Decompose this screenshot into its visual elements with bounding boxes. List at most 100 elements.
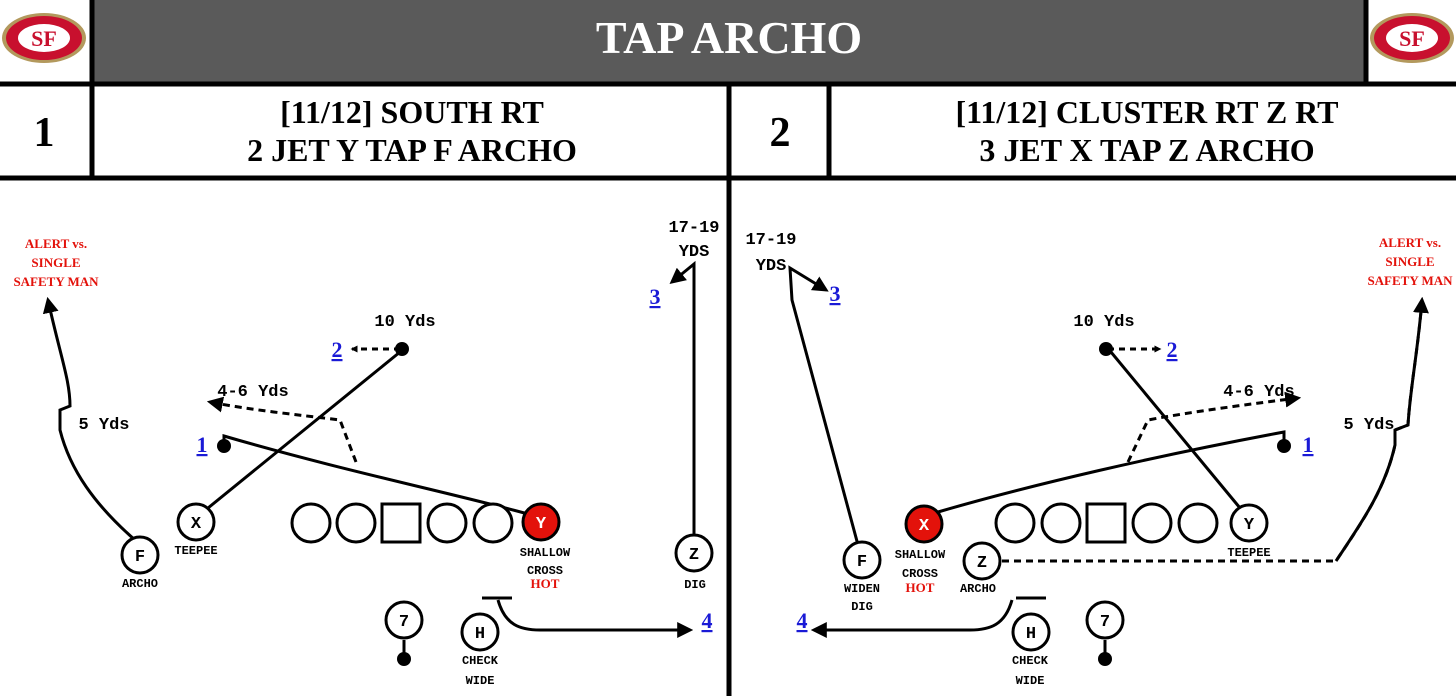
lineman (1131, 502, 1173, 544)
route-y-shallow (222, 433, 529, 516)
svg-text:F: F (857, 553, 867, 572)
svg-text:ALERT vs.: ALERT vs. (25, 236, 87, 251)
distance-label: YDS (756, 257, 787, 276)
play-1-diagram (42, 260, 696, 658)
header: TAP ARCHO SF SF (0, 0, 1456, 87)
play-number-2: 2 (770, 110, 791, 156)
svg-text:SAFETY MAN: SAFETY MAN (13, 274, 99, 289)
distance-label: 10 Yds (1073, 313, 1134, 332)
logo-right: SF (1370, 13, 1454, 63)
center (1085, 502, 1127, 544)
svg-text:Z: Z (689, 546, 699, 565)
svg-text:DIG: DIG (851, 600, 873, 614)
lineman (1040, 502, 1082, 544)
distance-label: 17-19 (668, 219, 719, 238)
play-2-concept: 3 JET X TAP Z ARCHO (979, 132, 1314, 168)
svg-text:HOT: HOT (906, 580, 935, 595)
route-number: 3 (650, 284, 661, 309)
route-x-shallow (937, 430, 1286, 514)
lineman (290, 502, 332, 544)
lineman (335, 502, 377, 544)
distance-label: YDS (679, 243, 710, 262)
lineman (472, 502, 514, 544)
svg-text:F: F (135, 548, 145, 567)
play-1-offensive-line (290, 502, 514, 544)
svg-text:SAFETY MAN: SAFETY MAN (1367, 273, 1453, 288)
play-1-dots (217, 342, 411, 666)
route-number: 1 (197, 432, 208, 457)
svg-text:HOT: HOT (531, 576, 560, 591)
route-z-deep (669, 260, 696, 535)
lineman (994, 502, 1036, 544)
svg-text:H: H (475, 625, 485, 644)
play-2-player-h: H CHECK WIDE (1011, 612, 1051, 688)
route-f-widen-dig (788, 265, 860, 546)
svg-text:Y: Y (1244, 516, 1255, 535)
svg-text:DIG: DIG (684, 578, 706, 592)
route-x-teepee (207, 350, 401, 510)
svg-text:CROSS: CROSS (902, 567, 938, 581)
svg-text:WIDE: WIDE (466, 674, 495, 688)
route-number: 2 (1167, 337, 1178, 362)
logo-text: SF (31, 26, 57, 51)
distance-label: 10 Yds (374, 313, 435, 332)
play-2-player-z: Z ARCHO (960, 541, 1002, 596)
route-h-check (814, 596, 1046, 630)
distance-label: 5 Yds (1343, 416, 1394, 435)
svg-text:ARCHO: ARCHO (960, 582, 996, 596)
route-number: 4 (797, 608, 808, 633)
route-f-archo (42, 296, 136, 542)
svg-text:WIDE: WIDE (1016, 674, 1045, 688)
svg-text:7: 7 (1100, 613, 1110, 632)
play-title-row: 1 [11/12] SOUTH RT 2 JET Y TAP F ARCHO 2… (0, 84, 1456, 696)
svg-text:TEEPEE: TEEPEE (174, 544, 217, 558)
distance-label: 17-19 (745, 231, 796, 250)
svg-text:CHECK: CHECK (1012, 654, 1049, 668)
route-z-archo-stem (1334, 299, 1424, 562)
svg-text:CHECK: CHECK (462, 654, 499, 668)
play-2-offensive-line (994, 502, 1219, 544)
play-1-player-y: Y SHALLOW CROSS HOT (520, 502, 571, 591)
play-1-alert: ALERT vs. SINGLE SAFETY MAN (13, 236, 99, 289)
play-1-player-z: Z DIG (674, 533, 714, 592)
svg-text:CROSS: CROSS (527, 564, 563, 578)
play-2-player-y: Y TEEPEE (1227, 503, 1271, 560)
logo-left: SF (2, 13, 86, 63)
play-1-formation: [11/12] SOUTH RT (280, 94, 544, 130)
route-1-dashed (1126, 391, 1302, 463)
play-2-alert: ALERT vs. SINGLE SAFETY MAN (1367, 235, 1453, 288)
distance-label: 4-6 Yds (1223, 383, 1294, 402)
svg-text:ARCHO: ARCHO (122, 577, 158, 591)
lineman (1177, 502, 1219, 544)
play-1-player-x: X TEEPEE (174, 502, 218, 558)
route-number: 1 (1303, 432, 1314, 457)
distance-label: 4-6 Yds (217, 383, 288, 402)
play-1-player-7: 7 (384, 600, 424, 640)
play-2-player-x: X SHALLOW CROSS HOT (895, 504, 946, 595)
route-y-teepee (1104, 345, 1242, 509)
page-title: TAP ARCHO (596, 12, 862, 63)
svg-text:SHALLOW: SHALLOW (895, 548, 946, 562)
play-1-player-h: H CHECK WIDE (460, 612, 500, 688)
svg-text:WIDEN: WIDEN (844, 582, 880, 596)
title-banner (92, 0, 1366, 82)
svg-text:Z: Z (977, 554, 987, 573)
svg-text:SINGLE: SINGLE (31, 255, 80, 270)
route-1-dashed (206, 396, 358, 463)
svg-text:SHALLOW: SHALLOW (520, 546, 571, 560)
svg-text:TEEPEE: TEEPEE (1227, 546, 1270, 560)
play-2-formation: [11/12] CLUSTER RT Z RT (955, 94, 1338, 130)
play-2-player-7: 7 (1085, 600, 1125, 640)
svg-text:H: H (1026, 625, 1036, 644)
route-number: 4 (702, 608, 713, 633)
logo-text: SF (1399, 26, 1425, 51)
distance-label: 5 Yds (78, 416, 129, 435)
svg-text:SINGLE: SINGLE (1385, 254, 1434, 269)
svg-text:ALERT vs.: ALERT vs. (1379, 235, 1441, 250)
center (380, 502, 422, 544)
lineman (426, 502, 468, 544)
play-1-concept: 2 JET Y TAP F ARCHO (247, 132, 577, 168)
play-2-player-f: F WIDEN DIG (842, 540, 882, 614)
route-number: 3 (830, 281, 841, 306)
